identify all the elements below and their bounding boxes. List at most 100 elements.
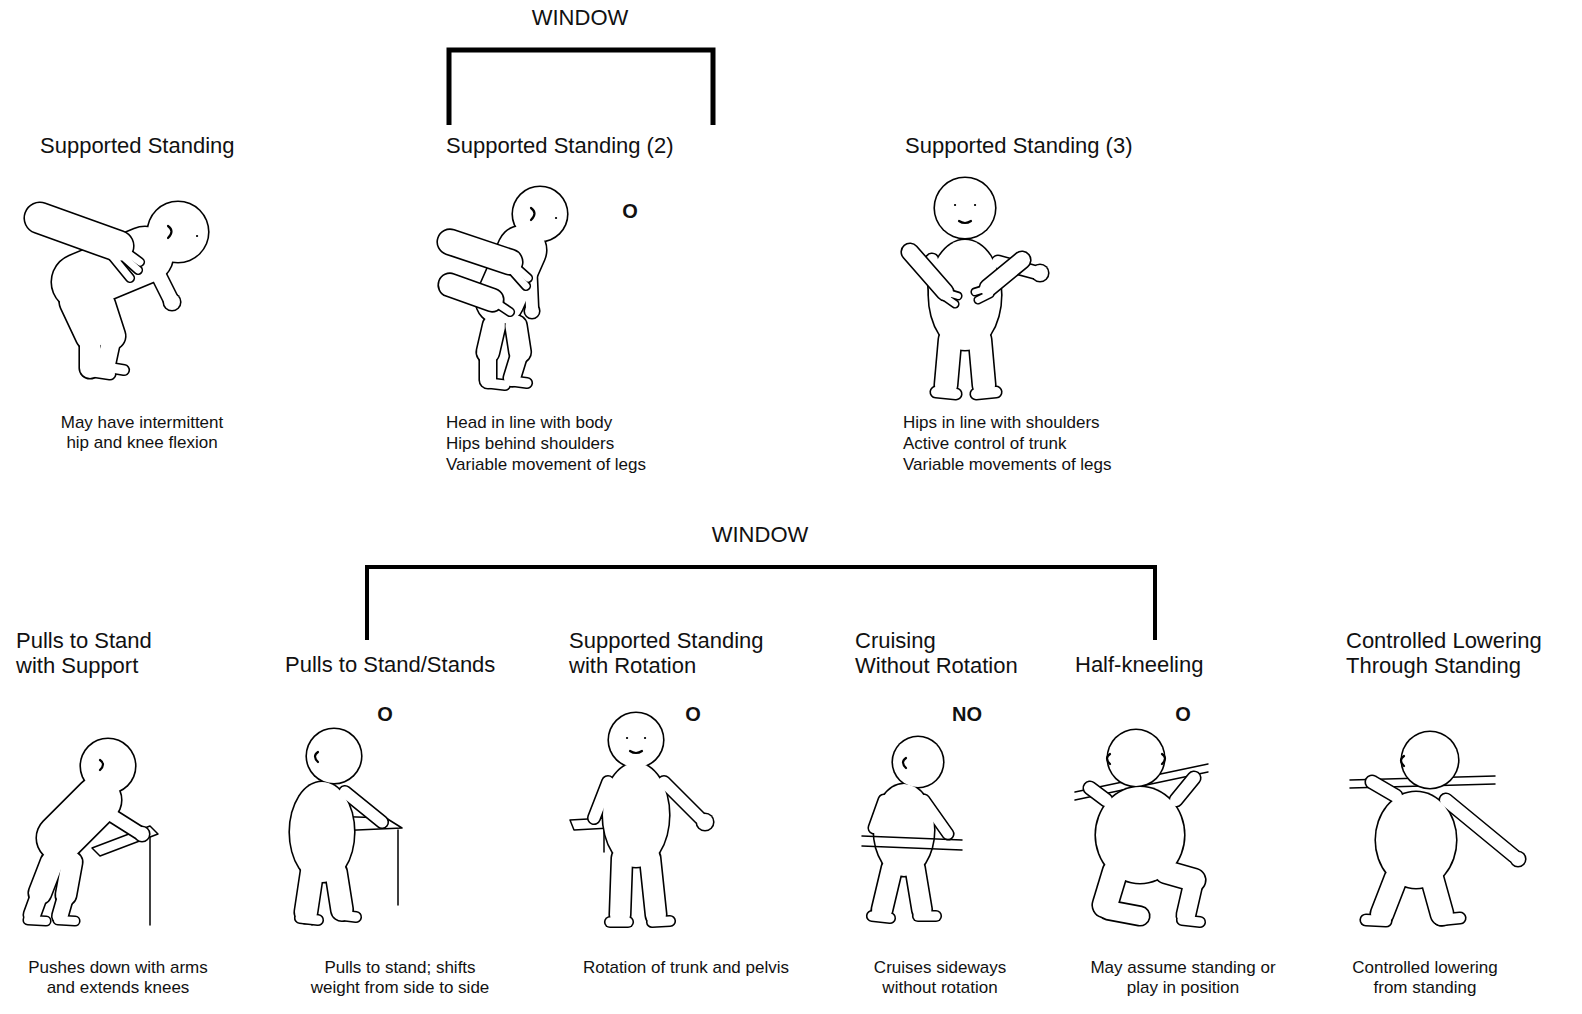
infant-figure — [1366, 730, 1527, 921]
infant-figure — [488, 185, 569, 385]
figure-part — [1372, 782, 1396, 796]
stage-title: Supported Standing — [40, 133, 235, 158]
figure-part — [945, 297, 955, 304]
figure-part — [1440, 918, 1460, 920]
figure-part — [40, 218, 118, 246]
figure-part — [936, 392, 956, 394]
figure-part — [980, 340, 984, 385]
figure-part — [872, 916, 890, 918]
text-line: May assume standing or — [1090, 958, 1275, 978]
figure-part — [450, 285, 492, 300]
stage-description: Controlled lowering from standing — [1352, 958, 1498, 998]
figure-part — [300, 918, 318, 920]
figure-part — [112, 256, 130, 278]
text-line: with Support — [16, 653, 152, 678]
figure-detail — [1107, 754, 1165, 764]
figure-part — [607, 711, 664, 768]
figure-part — [1366, 920, 1386, 921]
figure-part — [936, 392, 956, 394]
text-line: without rotation — [874, 978, 1006, 998]
text-line: Pulls to Stand — [16, 628, 152, 653]
text-line: Pushes down with arms — [28, 958, 208, 978]
figure-part — [664, 782, 700, 818]
infant-figure — [594, 711, 715, 922]
figure-part — [975, 288, 988, 292]
observation-mark: O — [377, 703, 393, 726]
figure-part — [1186, 880, 1194, 915]
figure-part — [976, 392, 996, 394]
figure-part — [1400, 730, 1459, 789]
infant-figure — [28, 737, 151, 921]
figure-part — [1108, 730, 1164, 786]
figure-part — [1186, 880, 1194, 915]
figure-part — [893, 737, 943, 787]
figure-part — [480, 352, 496, 380]
window-label: WINDOW — [712, 522, 809, 547]
text-line: Controlled lowering — [1352, 958, 1498, 978]
figure-part — [336, 872, 342, 910]
figure-part — [100, 808, 138, 832]
text-line: Supported Standing — [569, 628, 764, 653]
stage-description: Cruises sideways without rotation — [874, 958, 1006, 998]
figure-detail — [903, 758, 906, 768]
figure-part — [306, 872, 312, 912]
figure-part — [1106, 728, 1165, 787]
figure-part — [620, 858, 622, 915]
figure-part — [620, 858, 622, 915]
figure-part — [478, 352, 497, 380]
figure-part — [978, 294, 990, 300]
figure-part — [1032, 265, 1048, 281]
figure-part — [1372, 782, 1396, 796]
figure-part — [60, 800, 98, 838]
figure-part — [1440, 918, 1460, 920]
text-line: Without Rotation — [855, 653, 1018, 678]
figure-part — [80, 336, 100, 368]
figure-part — [603, 763, 669, 867]
figure-detail — [315, 752, 318, 762]
stage-title: Supported Standing with Rotation — [569, 628, 764, 679]
figure-detail — [1401, 756, 1404, 766]
stage-description: Active control of trunk — [903, 434, 1066, 454]
text-line: from standing — [1352, 978, 1498, 998]
figure-part — [450, 285, 492, 300]
figure-part — [488, 383, 505, 385]
figure-part — [652, 921, 670, 922]
figure-part — [512, 352, 520, 378]
figure-part — [512, 381, 527, 383]
figure-part — [300, 796, 308, 818]
figure-detail — [531, 208, 556, 220]
figure-part — [106, 367, 124, 370]
figure-part — [988, 260, 1022, 288]
window-label: WINDOW — [532, 5, 629, 30]
infant-figure — [1090, 728, 1200, 922]
figure-part — [492, 300, 510, 312]
observation-mark: O — [685, 703, 701, 726]
figure-part — [60, 895, 66, 916]
figure-part — [697, 814, 713, 830]
figure-part — [58, 920, 75, 921]
figure-part — [1105, 872, 1115, 905]
figure-part — [58, 920, 75, 921]
figure-part — [106, 367, 124, 370]
stage-description: Head in line with body — [446, 413, 612, 433]
figure-part — [650, 858, 656, 915]
figure-part — [340, 915, 356, 917]
figure-part — [1176, 778, 1194, 800]
figure-part — [924, 800, 948, 834]
figure-part — [594, 782, 608, 818]
figure-detail — [955, 205, 975, 223]
figure-part — [28, 920, 46, 921]
figure-part — [106, 336, 112, 364]
figure-part — [306, 872, 312, 912]
figure-part — [915, 868, 922, 910]
figure-part — [1432, 878, 1442, 914]
figure-part — [1511, 852, 1525, 866]
figure-part — [935, 178, 995, 238]
figure-detail — [100, 760, 103, 770]
figure-part — [610, 916, 628, 928]
figure-part — [891, 735, 944, 788]
figure-part — [664, 782, 700, 818]
figure-part — [28, 920, 46, 921]
figure-part — [1182, 920, 1200, 922]
